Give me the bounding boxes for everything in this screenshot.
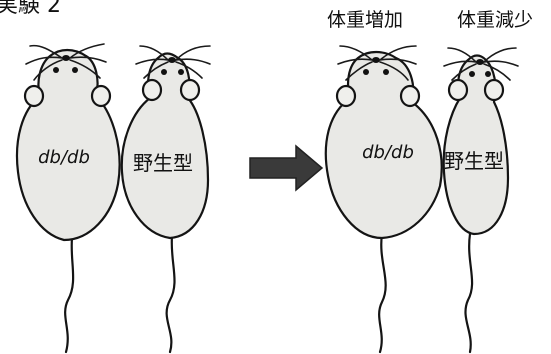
- after-left-caption: 体重増加: [327, 9, 403, 31]
- ear-left: [25, 86, 43, 106]
- eye-right: [72, 67, 78, 73]
- arrow-right-icon: [250, 146, 322, 190]
- before-wildtype-label: 野生型: [133, 151, 193, 175]
- after-right-caption: 体重減少: [457, 9, 533, 31]
- tail: [465, 234, 472, 352]
- ear-left: [143, 80, 161, 100]
- mouse-icon: [444, 48, 518, 352]
- ear-right: [92, 86, 110, 106]
- ear-left: [449, 80, 467, 100]
- tail: [167, 236, 175, 352]
- before-dbdb-mouse: db/db: [17, 44, 120, 352]
- nose: [372, 57, 380, 63]
- before-wildtype-mouse: 野生型: [122, 46, 210, 352]
- nose: [168, 57, 176, 63]
- nose: [62, 55, 70, 61]
- arrow-shape: [250, 146, 322, 190]
- tail: [65, 238, 73, 352]
- ear-right: [181, 80, 199, 100]
- mouse-body: [17, 50, 120, 240]
- ear-left: [337, 86, 355, 106]
- mouse-icon: [17, 44, 120, 352]
- eye-right: [485, 71, 491, 77]
- nose: [476, 59, 484, 65]
- after-dbdb-label: db/db: [362, 142, 414, 163]
- eye-left: [469, 71, 475, 77]
- before-dbdb-label: db/db: [38, 147, 90, 168]
- after-wildtype-mouse: 野生型: [444, 48, 518, 352]
- mouse-icon: [122, 46, 210, 352]
- ear-right: [401, 86, 419, 106]
- after-wildtype-label: 野生型: [444, 149, 504, 173]
- after-dbdb-mouse: db/db: [326, 46, 442, 352]
- eye-left: [161, 69, 167, 75]
- tail: [379, 234, 386, 352]
- heading-label: 実験 2: [0, 0, 61, 18]
- eye-left: [53, 67, 59, 73]
- eye-right: [383, 69, 389, 75]
- mouse-icon: [326, 46, 442, 352]
- eye-left: [363, 69, 369, 75]
- eye-right: [178, 69, 184, 75]
- ear-right: [485, 80, 503, 100]
